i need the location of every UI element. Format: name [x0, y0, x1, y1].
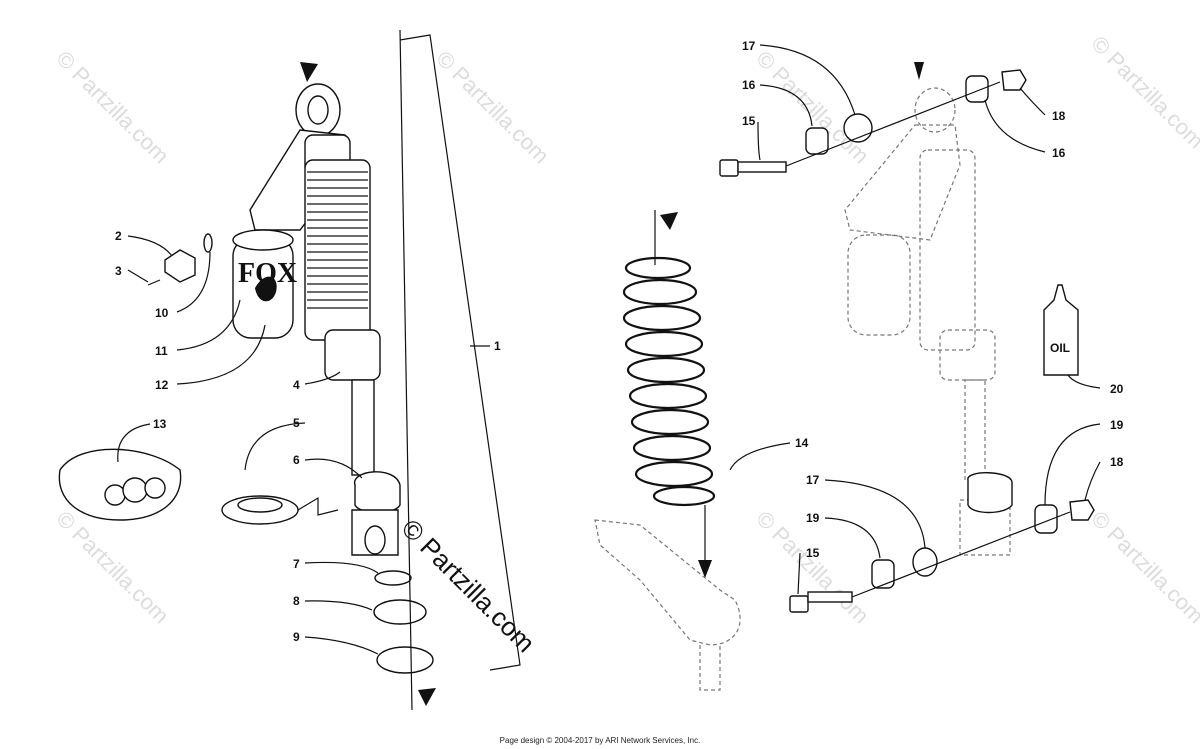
callout-7: 7 — [293, 557, 300, 571]
coil-spring — [622, 256, 716, 507]
bolt-15-top — [719, 159, 787, 177]
bushing-19-bottom-right — [1034, 504, 1058, 534]
watermark-top-right: © Partzilla.com — [1086, 31, 1200, 154]
bottom-arrow-marker-left — [418, 688, 436, 706]
shock-lower-eyelet — [351, 509, 399, 556]
bushing-19-bottom-left — [871, 559, 895, 589]
shock-shaft — [351, 379, 375, 476]
assembly-bracket — [399, 34, 521, 671]
callout-1: 1 — [494, 339, 501, 353]
callout-14: 14 — [795, 436, 809, 450]
washer-7 — [374, 570, 412, 586]
callout-4: 4 — [293, 378, 300, 392]
bushing-16-top-left — [805, 127, 829, 155]
callout-6: 6 — [293, 453, 300, 467]
callout-12: 12 — [155, 378, 169, 392]
callout-10: 10 — [155, 306, 169, 320]
spring-arrow-marker — [660, 212, 678, 230]
reservoir-can: FOX — [232, 229, 297, 339]
lock-ring-8 — [373, 599, 427, 625]
shock-top-eyelet — [295, 83, 341, 137]
watermark-top-center: © Partzilla.com — [431, 46, 554, 169]
oil-label: OIL — [1050, 341, 1070, 355]
spring-seat-leader — [297, 496, 339, 516]
screw-3 — [147, 279, 161, 286]
callout-17-bottom: 17 — [806, 473, 820, 487]
callout-5: 5 — [293, 416, 300, 430]
shock-lower-body — [324, 329, 381, 381]
callout-17-top: 17 — [742, 39, 756, 53]
footer-copyright: Page design © 2004-2017 by ARI Network S… — [499, 736, 701, 745]
callout-2: 2 — [115, 229, 122, 243]
top-arrow-marker-right — [914, 62, 924, 80]
callout-18-bottom: 18 — [1110, 455, 1124, 469]
bump-stop-right — [967, 472, 1013, 514]
rebuild-kit — [58, 448, 182, 521]
lower-arrow-marker — [698, 560, 712, 578]
a-arm-ghost — [594, 519, 741, 646]
watermark-top-left: © Partzilla.com — [51, 46, 174, 169]
watermark-bottom-left: © Partzilla.com — [51, 506, 174, 629]
callout-16-top-right: 16 — [1052, 146, 1066, 160]
bushing-16-top-right — [965, 75, 989, 103]
shock-threaded-sleeve — [304, 159, 371, 341]
callout-19-bottom-left: 19 — [806, 511, 820, 525]
lock-ring-9 — [376, 646, 434, 674]
callout-20: 20 — [1110, 382, 1124, 396]
nut-18-top — [1001, 69, 1027, 91]
top-arrow-marker-left — [300, 62, 318, 82]
callout-13: 13 — [153, 417, 167, 431]
callout-16-top-left: 16 — [742, 78, 756, 92]
nut-18-bottom — [1069, 499, 1095, 521]
callout-3: 3 — [115, 264, 122, 278]
callout-18-top: 18 — [1052, 109, 1066, 123]
shock-ghost — [844, 87, 1011, 556]
adjuster-knob — [164, 249, 196, 283]
callout-15-top: 15 — [742, 114, 756, 128]
callout-15-bottom: 15 — [806, 546, 820, 560]
oil-bottle: OIL — [1043, 284, 1079, 376]
callout-8: 8 — [293, 594, 300, 608]
callout-19-bottom-right: 19 — [1110, 418, 1124, 432]
watermark-bottom-right: © Partzilla.com — [1086, 506, 1200, 629]
spring-seat — [221, 495, 299, 525]
callout-11: 11 — [155, 344, 168, 358]
watermark-center: © Partzilla.com — [396, 513, 541, 658]
callout-9: 9 — [293, 630, 300, 644]
washer-10 — [203, 233, 213, 253]
